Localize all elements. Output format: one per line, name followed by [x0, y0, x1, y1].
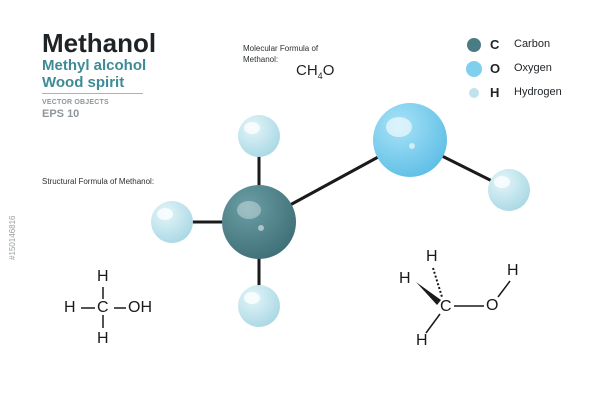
struct-c: C [97, 299, 109, 316]
subtitle-methyl-alcohol: Methyl alcohol [42, 57, 147, 74]
legend-name: Carbon [514, 38, 551, 50]
skel-h-left: H [399, 270, 411, 287]
skel-h-top: H [426, 248, 438, 265]
oxygen-atom [373, 103, 447, 177]
carbon-dot-icon [467, 38, 481, 52]
formula-main: CH [296, 62, 318, 79]
divider [42, 93, 143, 94]
skel-h-bottom: H [416, 332, 428, 349]
wedge-bond [416, 282, 441, 305]
skel-c: C [440, 298, 452, 315]
legend-item-carbon: C Carbon [464, 36, 594, 54]
molecular-formula-caption: Molecular Formula of Methanol: [243, 44, 319, 64]
carbon-atom [222, 185, 296, 259]
hydrogen-dot-icon [469, 88, 479, 98]
skeletal-formula-bonds [425, 267, 511, 334]
struct-oh: OH [128, 299, 152, 316]
subtitle-wood-spirit: Wood spirit [42, 74, 125, 91]
structural-formula-caption: Structural Formula of Methanol: [42, 177, 155, 186]
hydrogen-atom-bottom [238, 285, 280, 327]
page-title: Methanol [42, 28, 157, 58]
watermark-id: #150146816 [8, 215, 17, 261]
legend-item-oxygen: O Oxygen [464, 60, 594, 78]
molecular-formula: CH4O [296, 62, 334, 81]
legend-item-hydrogen: H Hydrogen [464, 84, 594, 102]
legend-symbol: O [490, 61, 501, 76]
hydrogen-atom-left [151, 201, 193, 243]
legend-symbol: H [490, 85, 500, 100]
structural-formula-bonds [81, 287, 126, 328]
hydrogen-atom-top [238, 115, 280, 157]
oxygen-dot-icon [466, 61, 482, 77]
struct-h-top: H [97, 268, 109, 285]
skel-o: O [486, 297, 499, 314]
skel-h-right: H [507, 262, 519, 279]
struct-h-bottom: H [97, 330, 109, 347]
legend-name: Hydrogen [514, 86, 562, 98]
hydrogen-atom-right [488, 169, 530, 211]
struct-h-left: H [64, 299, 76, 316]
legend-symbol: C [490, 37, 500, 52]
formula-tail: O [322, 62, 335, 79]
legend-name: Oxygen [514, 62, 552, 74]
formula-subscript: 4 [317, 71, 323, 81]
vector-objects-label: VECTOR OBJECTS [42, 99, 109, 106]
eps-label: EPS 10 [42, 108, 80, 120]
